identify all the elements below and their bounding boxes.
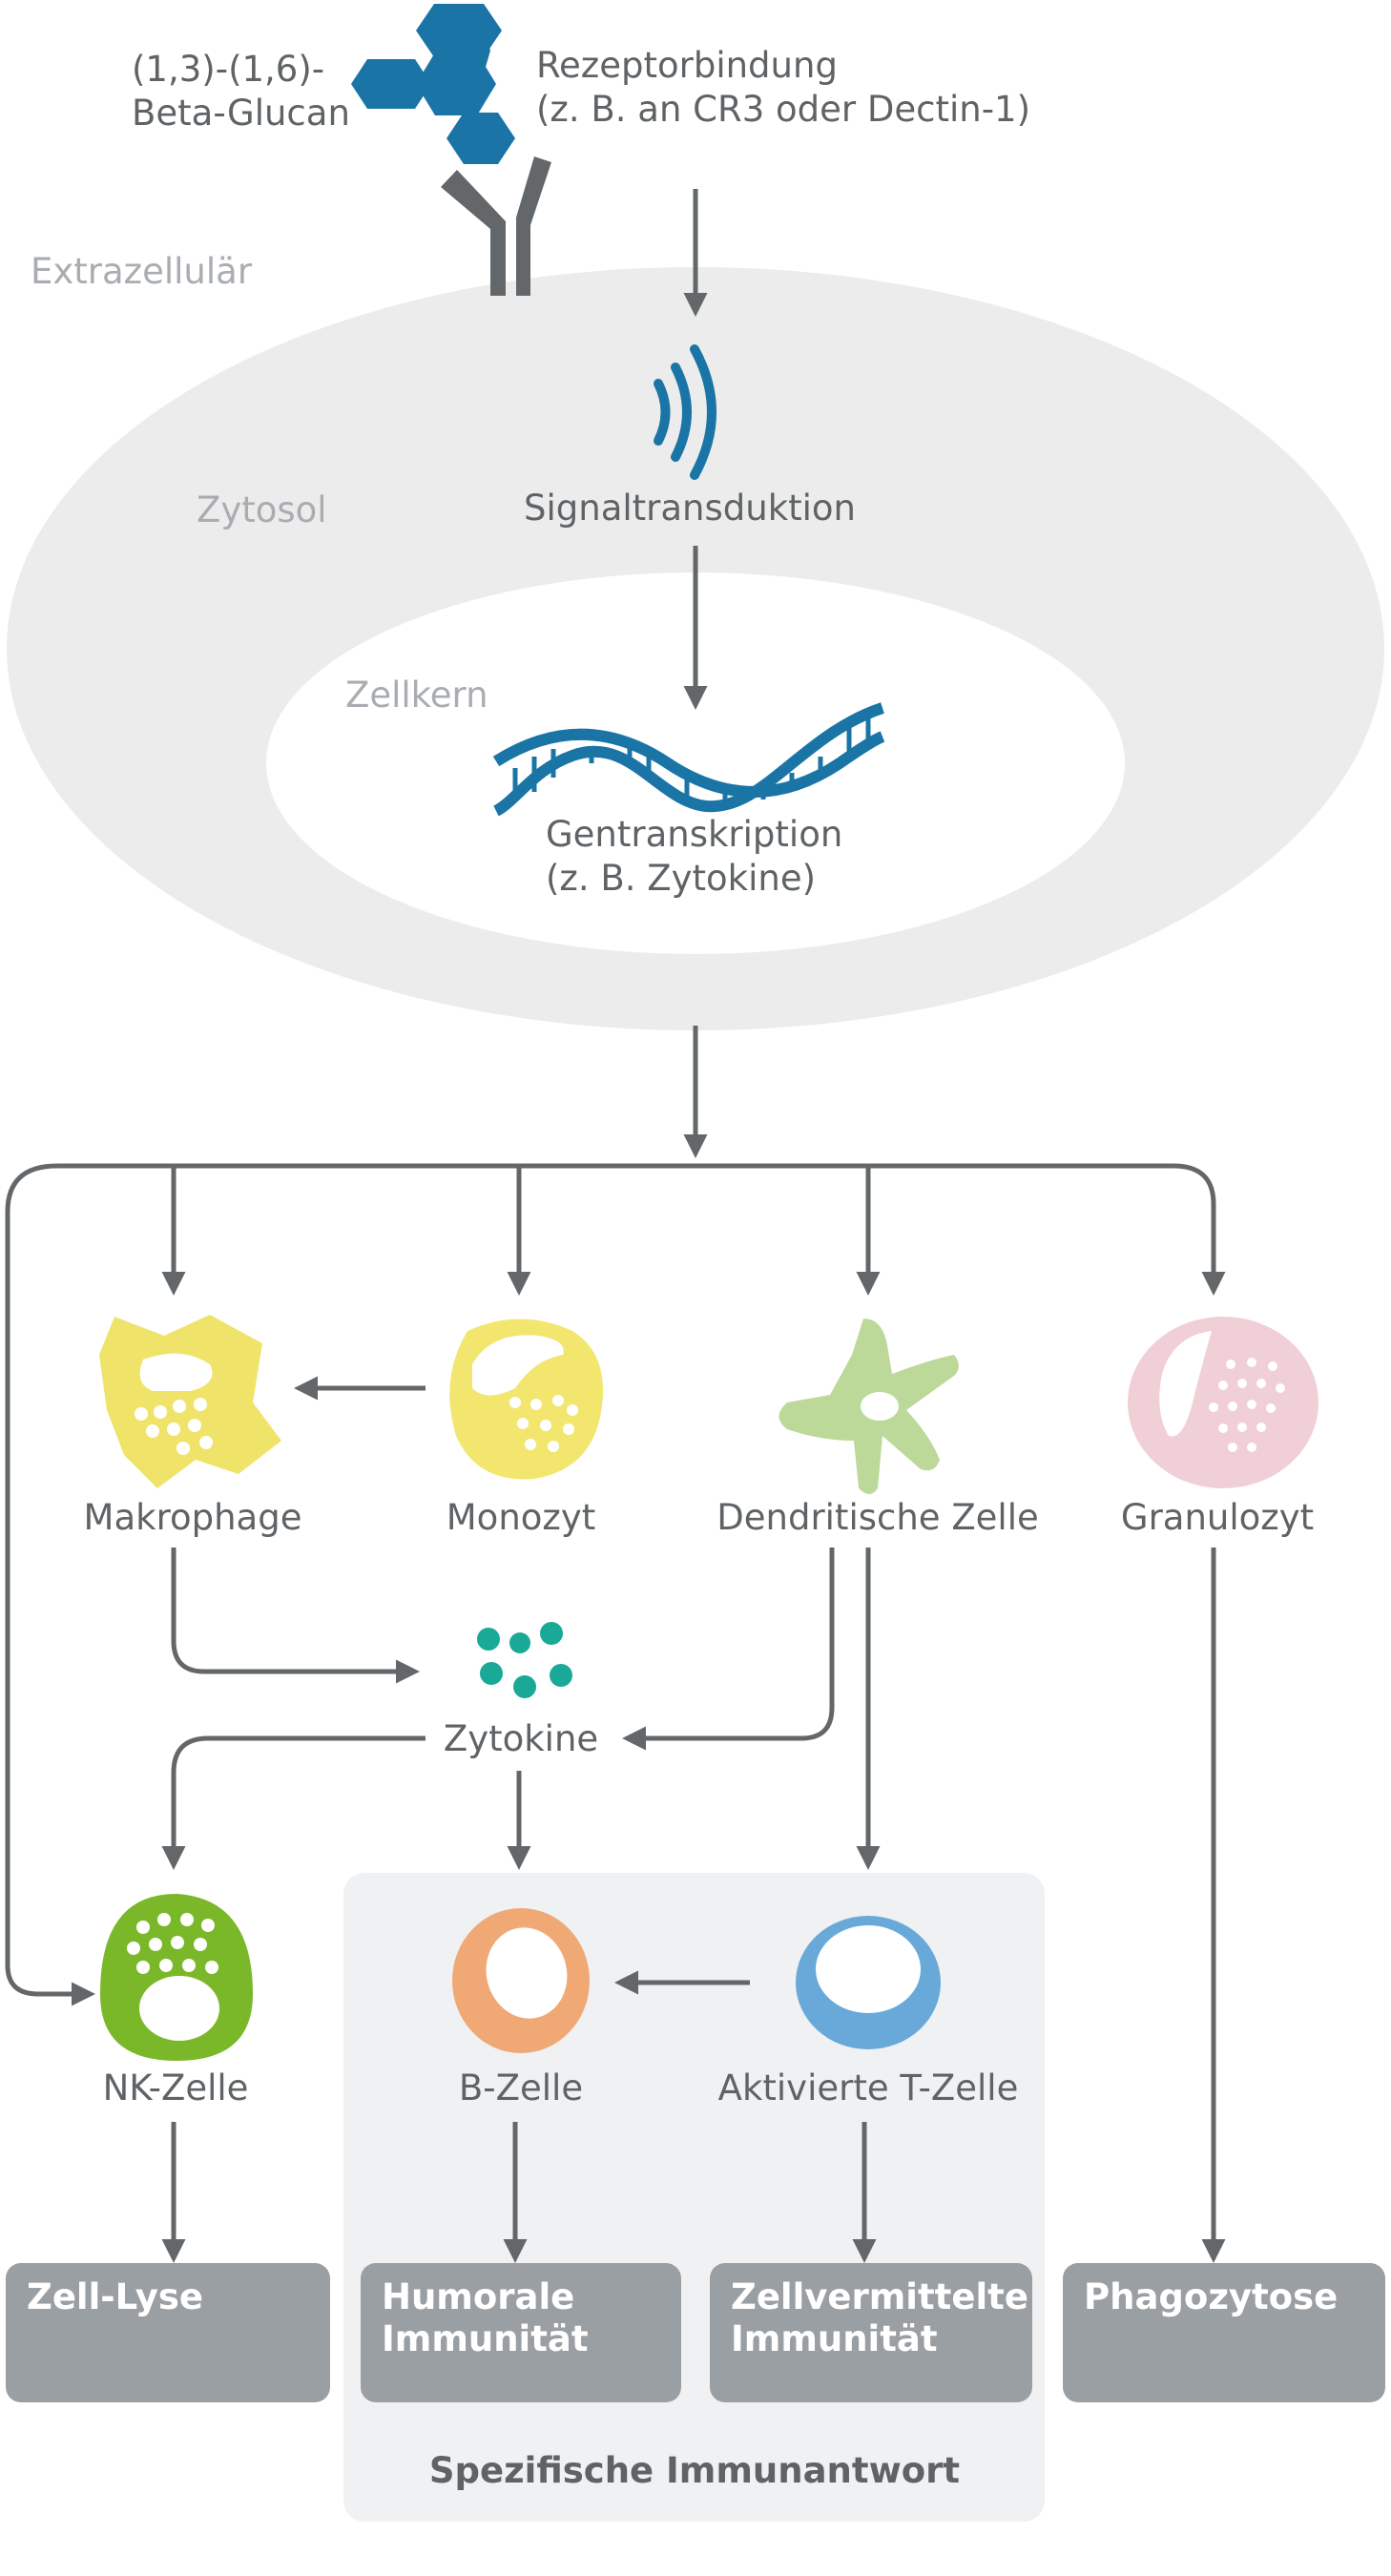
humoral-line-2: Immunität (382, 2318, 589, 2360)
humoral-line-1: Humorale (382, 2276, 575, 2317)
cell-lysis-text: Zell-Lyse (27, 2276, 203, 2317)
cytokine-label: Zytokine (443, 1718, 599, 1759)
humoral-immunity-box: Humorale Immunität (361, 2263, 681, 2402)
beta-glucan-label: (1,3)-(1,6)- Beta-Glucan (132, 48, 350, 136)
cell-mediated-line-1: Zellvermittelte (731, 2276, 1028, 2317)
nk-cell-label: NK-Zelle (102, 2067, 249, 2109)
cytosol-label: Zytosol (197, 489, 327, 530)
monocyte-label: Monozyt (446, 1497, 596, 1538)
gene-transcription-label: Gentranskription (z. B. Zytokine) (546, 813, 842, 902)
phagocytosis-text: Phagozytose (1084, 2276, 1339, 2317)
phagocytosis-box: Phagozytose (1063, 2263, 1385, 2402)
extracellular-label: Extrazellulär (31, 251, 253, 292)
granulocyte-label: Granulozyt (1120, 1497, 1315, 1538)
signal-transduction-label: Signaltransduktion (523, 488, 857, 529)
beta-glucan-icon (351, 4, 515, 164)
dna-helix-icon (492, 702, 885, 817)
dendritic-cell-icon (779, 1319, 959, 1494)
receptor-line-2: (z. B. an CR3 oder Dectin-1) (536, 89, 1031, 131)
receptor-label: Rezeptorbindung (z. B. an CR3 oder Decti… (536, 44, 1030, 133)
granulocyte-icon (1128, 1317, 1318, 1488)
cytokine-dots-icon (477, 1622, 572, 1698)
t-cell-label: Aktivierte T-Zelle (717, 2067, 1019, 2109)
macrophage-label: Makrophage (83, 1497, 302, 1538)
gentrans-line-1: Gentranskription (546, 814, 843, 855)
beta-glucan-line-1: (1,3)-(1,6)- (132, 49, 325, 90)
nucleus-label: Zellkern (345, 675, 488, 716)
receptor-icon (441, 156, 551, 296)
beta-glucan-line-2: Beta-Glucan (132, 93, 350, 135)
specific-immune-response-title: Spezifische Immunantwort (428, 2450, 961, 2491)
cell-mediated-line-2: Immunität (731, 2318, 938, 2360)
gentrans-line-2: (z. B. Zytokine) (546, 858, 817, 900)
t-cell-icon (796, 1916, 941, 2049)
macrophage-icon (99, 1315, 281, 1488)
b-cell-label: B-Zelle (458, 2067, 584, 2109)
cell-lysis-box: Zell-Lyse (6, 2263, 330, 2402)
monocyte-icon (449, 1319, 603, 1480)
cell-mediated-immunity-box: Zellvermittelte Immunität (710, 2263, 1032, 2402)
specific-immune-panel (343, 1873, 1045, 2522)
dendritic-cell-label: Dendritische Zelle (716, 1497, 1039, 1538)
receptor-line-1: Rezeptorbindung (536, 45, 838, 86)
nucleus-region (266, 572, 1125, 954)
signal-waves-icon (654, 344, 716, 480)
b-cell-icon (452, 1908, 590, 2053)
main-arrows (5, 189, 1226, 2263)
nk-cell-icon (100, 1894, 253, 2061)
